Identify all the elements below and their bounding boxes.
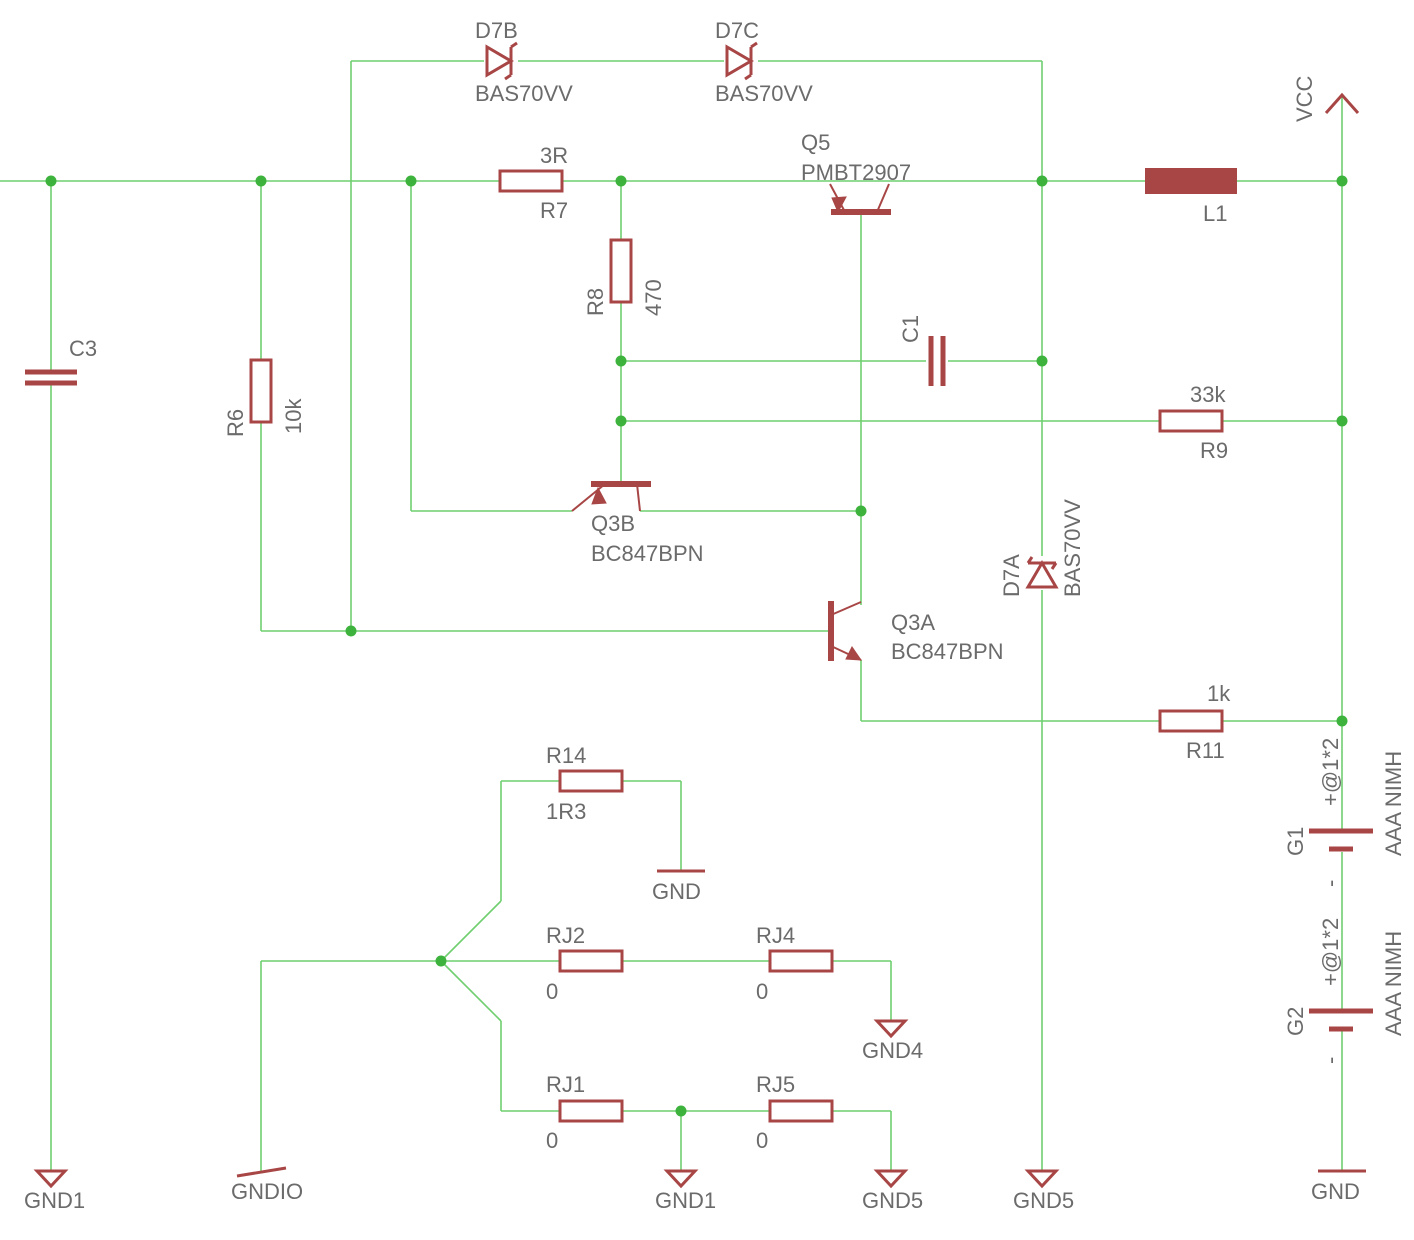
r6-value: 10k <box>281 398 306 434</box>
rj1-name: RJ1 <box>546 1072 585 1097</box>
rj4-name: RJ4 <box>756 923 795 948</box>
l1-name: L1 <box>1203 201 1227 226</box>
capacitor-c3 <box>25 369 77 386</box>
g1-plus: +@1*2 <box>1318 738 1343 806</box>
junction-dot <box>45 175 57 187</box>
resistor-rj5 <box>768 1099 834 1123</box>
gnd1-mid-label: GND1 <box>655 1188 716 1213</box>
resistor-r6 <box>249 358 273 424</box>
diode-d7c <box>725 41 758 81</box>
ground-triangle-icon <box>1024 1169 1060 1189</box>
g1-minus: - <box>1318 880 1343 887</box>
resistor-rj2 <box>558 949 624 973</box>
g2-plus: +@1*2 <box>1318 918 1343 986</box>
g2-name: G2 <box>1283 1007 1308 1036</box>
q3a-name: Q3A <box>891 610 935 635</box>
rj2-value: 0 <box>546 979 558 1004</box>
r8-name: R8 <box>583 288 608 316</box>
d7c-name: D7C <box>715 18 759 43</box>
resistor-r7 <box>498 169 564 193</box>
r8-value: 470 <box>641 279 666 316</box>
resistor-r11 <box>1158 709 1224 733</box>
inductor-l1 <box>1145 168 1237 194</box>
q5-name: Q5 <box>801 130 830 155</box>
junction-dot <box>1336 715 1348 727</box>
transistor-q3b <box>571 481 651 512</box>
d7a-name: D7A <box>999 554 1024 597</box>
g1-name: G1 <box>1283 827 1308 856</box>
junction-dot <box>345 625 357 637</box>
ground-triangle-icon <box>663 1169 699 1189</box>
q3b-value: BC847BPN <box>591 541 704 566</box>
resistor-r14 <box>558 769 624 793</box>
gnd-right-label: GND <box>1311 1179 1360 1204</box>
junction-dot <box>1336 415 1348 427</box>
battery-g2 <box>1309 1008 1373 1032</box>
r14-name: R14 <box>546 743 586 768</box>
g1-value: AAA NIMH <box>1381 751 1406 856</box>
r11-name: R11 <box>1186 738 1225 763</box>
junction-dot <box>405 175 417 187</box>
rj1-value: 0 <box>546 1128 558 1153</box>
vcc-label: VCC <box>1292 75 1317 122</box>
ground-slant-icon <box>236 1166 287 1178</box>
transistor-q3a <box>828 601 863 661</box>
resistor-rj4 <box>768 949 834 973</box>
d7b-name: D7B <box>475 18 518 43</box>
diode-d7a <box>1025 556 1059 589</box>
rj5-value: 0 <box>756 1128 768 1153</box>
gnd4-label: GND4 <box>862 1038 923 1063</box>
ground-triangle-icon <box>873 1019 909 1039</box>
vcc-arrow-icon <box>1324 92 1360 114</box>
gnd1-left-label: GND1 <box>24 1188 85 1213</box>
r7-name: R7 <box>540 198 568 223</box>
junction-dot <box>615 415 627 427</box>
capacitor-c1 <box>928 336 946 386</box>
gnd-r14-label: GND <box>652 879 701 904</box>
junction-dot <box>855 505 867 517</box>
diode-d7b <box>485 41 518 81</box>
r9-value: 33k <box>1190 382 1226 407</box>
junction-dot <box>675 1105 687 1117</box>
rj2-name: RJ2 <box>546 923 585 948</box>
rj4-value: 0 <box>756 979 768 1004</box>
r9-name: R9 <box>1200 438 1228 463</box>
c1-name: C1 <box>898 315 923 343</box>
gnd5-right-label: GND5 <box>1013 1188 1074 1213</box>
d7a-value: BAS70VV <box>1060 499 1085 597</box>
q3a-value: BC847BPN <box>891 639 1004 664</box>
g2-value: AAA NIMH <box>1381 931 1406 1036</box>
r6-name: R6 <box>223 409 248 437</box>
battery-g1 <box>1309 828 1373 852</box>
r14-value: 1R3 <box>546 799 586 824</box>
gnd5-mid-label: GND5 <box>862 1188 923 1213</box>
gndio-label: GNDIO <box>231 1179 303 1204</box>
q3b-name: Q3B <box>591 511 635 536</box>
ground-triangle-icon <box>873 1169 909 1189</box>
junctions <box>45 175 1348 1117</box>
junction-dot <box>615 175 627 187</box>
g2-minus: - <box>1318 1057 1343 1064</box>
rj5-name: RJ5 <box>756 1072 795 1097</box>
r7-value: 3R <box>540 143 568 168</box>
junction-dot <box>435 955 447 967</box>
junction-dot <box>1036 175 1048 187</box>
junction-dot <box>615 355 627 367</box>
d7c-value: BAS70VV <box>715 81 813 106</box>
c3-name: C3 <box>69 336 97 361</box>
resistor-rj1 <box>558 1099 624 1123</box>
junction-dot <box>1036 355 1048 367</box>
ground-triangle-icon <box>33 1169 69 1189</box>
wires <box>0 60 1343 1172</box>
resistor-r8 <box>609 238 633 304</box>
resistor-r9 <box>1158 409 1224 433</box>
junction-dot <box>1336 175 1348 187</box>
q5-value: PMBT2907 <box>801 160 911 185</box>
r11-value: 1k <box>1207 681 1231 706</box>
junction-dot <box>255 175 267 187</box>
d7b-value: BAS70VV <box>475 81 573 106</box>
transistor-q5 <box>829 183 891 215</box>
